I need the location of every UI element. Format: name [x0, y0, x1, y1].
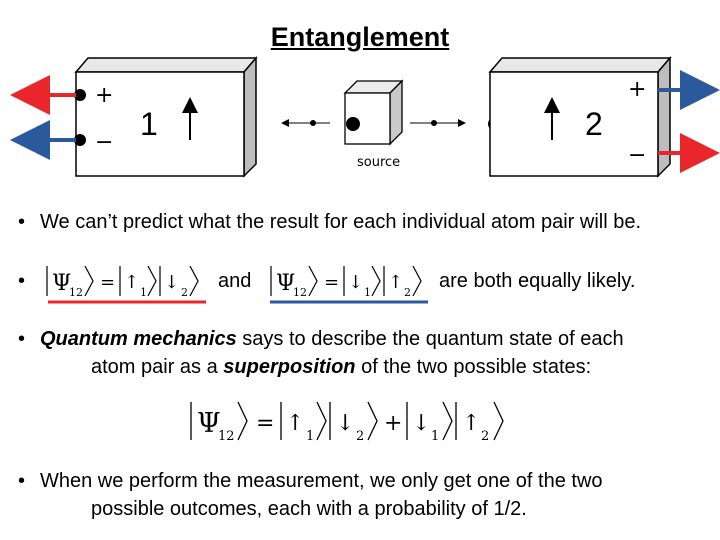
source-label: source [357, 155, 400, 170]
svg-text:↑: ↑ [462, 411, 480, 436]
detector-1: + − 1 [74, 55, 258, 178]
svg-text:↑: ↑ [286, 411, 304, 436]
detector-2: 2 + − [488, 55, 672, 178]
svg-text:↑: ↑ [388, 272, 403, 293]
svg-text:=: = [256, 411, 274, 436]
bullet-dot: • [18, 470, 26, 492]
svg-text:↓: ↓ [348, 272, 363, 293]
bullet-3-text: says to describe the quantum state of ea… [236, 328, 624, 350]
equation-state-up-down: Ψ 12 = ↑ 1 ↓ 2 [46, 265, 206, 304]
bullet-3-line-2: atom pair as a superposition of the two … [91, 356, 592, 378]
svg-text:2: 2 [404, 286, 411, 299]
equation-state-down-up: Ψ 12 = ↓ 1 ↑ 2 [270, 265, 428, 304]
detector-2-plus-sign: + [628, 77, 646, 102]
bullet-2-tail: are both equally likely. [439, 270, 636, 292]
bullet-4: • When we perform the measurement, we onl… [18, 468, 603, 495]
bullet-3-emphasis: Quantum mechanics [40, 328, 237, 350]
svg-text:12: 12 [69, 286, 83, 299]
page-title: Entanglement [270, 22, 450, 52]
detector-2-label: 2 [585, 106, 603, 142]
bullet-3: • Quantum mechanics says to describe the … [18, 326, 624, 353]
source: source [343, 79, 404, 170]
bullet-4-line-2: possible outcomes, each with a probabili… [91, 498, 527, 520]
equation-superposition: Ψ 12 = ↑ 1 ↓ 2 + ↓ 1 ↑ 2 [190, 401, 504, 444]
svg-text:↓: ↓ [164, 272, 179, 293]
particle-left-small [310, 120, 316, 126]
bullet-2-and: and [218, 270, 252, 292]
svg-text:↓: ↓ [336, 411, 354, 436]
svg-text:↑: ↑ [124, 272, 139, 293]
svg-text:+: + [384, 411, 402, 436]
detector-1-plus-sign: + [95, 83, 113, 108]
svg-text:=: = [324, 272, 339, 293]
bullet-dot: • [18, 270, 26, 292]
svg-text:1: 1 [306, 429, 314, 444]
svg-text:1: 1 [364, 286, 371, 299]
bullet-dot: • [18, 211, 26, 233]
svg-text:12: 12 [218, 429, 235, 444]
svg-text:=: = [100, 272, 115, 293]
svg-text:Ψ: Ψ [276, 271, 295, 296]
detector-1-plus-port [74, 89, 86, 101]
svg-text:12: 12 [293, 286, 307, 299]
bullet-dot: • [18, 328, 26, 350]
detector-1-minus-sign: − [95, 130, 113, 155]
svg-text:1: 1 [431, 429, 439, 444]
svg-text:2: 2 [181, 286, 188, 299]
svg-text:2: 2 [481, 429, 489, 444]
svg-text:1: 1 [140, 286, 147, 299]
detector-2-minus-sign: − [628, 143, 646, 168]
svg-text:Ψ: Ψ [52, 271, 71, 296]
bullet-2: • [18, 268, 40, 295]
bullet-1: • We can’t predict what the result for ea… [18, 209, 641, 236]
detector-1-minus-port [74, 134, 86, 146]
svg-text:2: 2 [356, 429, 364, 444]
bullet-3-superposition: superposition [223, 356, 356, 378]
bullet-4-text: When we perform the measurement, we only… [40, 470, 603, 492]
svg-text:Ψ: Ψ [197, 408, 221, 439]
detector-1-label: 1 [140, 106, 158, 142]
bullet-1-text: We can’t predict what the result for eac… [40, 211, 642, 233]
particle-left [346, 117, 360, 131]
particle-right-small [431, 120, 437, 126]
svg-text:↓: ↓ [412, 411, 430, 436]
